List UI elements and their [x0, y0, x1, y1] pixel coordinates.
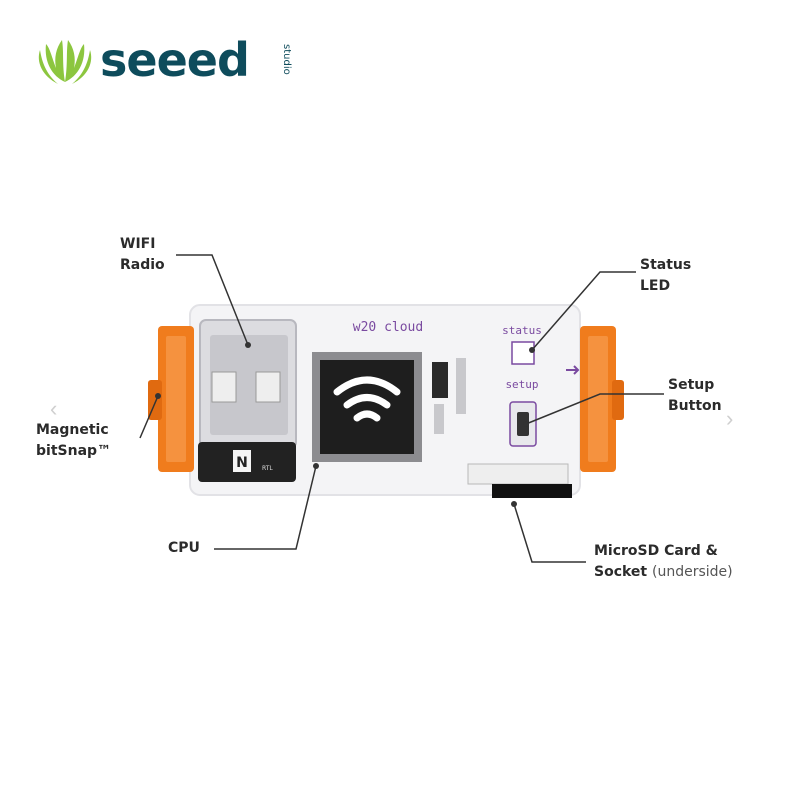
leader-magnetic	[139, 395, 159, 439]
callout-wifi-radio: WIFI Radio	[120, 234, 165, 276]
left-bitsnap-connector	[148, 326, 194, 472]
leader-status	[531, 271, 636, 351]
arrow-icon	[566, 365, 580, 375]
callout-wifi-line2: Radio	[120, 257, 165, 273]
callout-status-line1: Status	[640, 257, 692, 273]
callout-status-line2: LED	[640, 278, 671, 294]
brand-name: seeed	[100, 33, 250, 87]
callout-magnetic-bitsnap: Magnetic bitSnap™	[36, 420, 111, 462]
leader-wifi	[176, 254, 249, 346]
leaf-logo-icon	[38, 40, 92, 84]
callout-wifi-line1: WIFI	[120, 236, 156, 252]
callout-microsd: MicroSD Card & Socket (underside)	[594, 541, 733, 583]
callout-magnetic-line1: Magnetic	[36, 422, 109, 438]
wifi-dongle	[198, 442, 296, 482]
right-bitsnap-connector	[580, 326, 624, 472]
callout-cpu: CPU	[168, 540, 200, 556]
microsd-socket	[492, 484, 572, 498]
callout-setup-button: Setup Button	[668, 375, 722, 417]
dongle-label: N	[236, 455, 248, 471]
dongle-sub: RTL	[262, 465, 273, 472]
callout-microsd-line2: Socket	[594, 564, 648, 580]
board-name: w20 cloud	[353, 320, 423, 335]
status-text: status	[502, 324, 542, 337]
callout-setup-line1: Setup	[668, 377, 715, 393]
callout-setup-line2: Button	[668, 398, 722, 414]
pin-header	[467, 463, 572, 498]
callout-microsd-note: (underside)	[652, 564, 733, 580]
callout-microsd-line1: MicroSD Card &	[594, 543, 718, 559]
leader-cpu	[214, 465, 317, 550]
chevron-left-icon[interactable]: ‹	[50, 396, 58, 421]
callout-magnetic-line2: bitSnap™	[36, 443, 112, 459]
chevron-right-icon[interactable]: ›	[726, 406, 734, 431]
usb-port	[199, 319, 297, 449]
capacitor-component	[432, 362, 448, 398]
leader-microsd	[513, 503, 586, 563]
callout-status-led: Status LED	[640, 255, 691, 297]
cpu-chip	[312, 352, 422, 462]
status-led	[511, 341, 535, 365]
setup-text: setup	[505, 378, 538, 391]
leader-setup	[525, 393, 664, 425]
resistor-array	[456, 358, 466, 414]
